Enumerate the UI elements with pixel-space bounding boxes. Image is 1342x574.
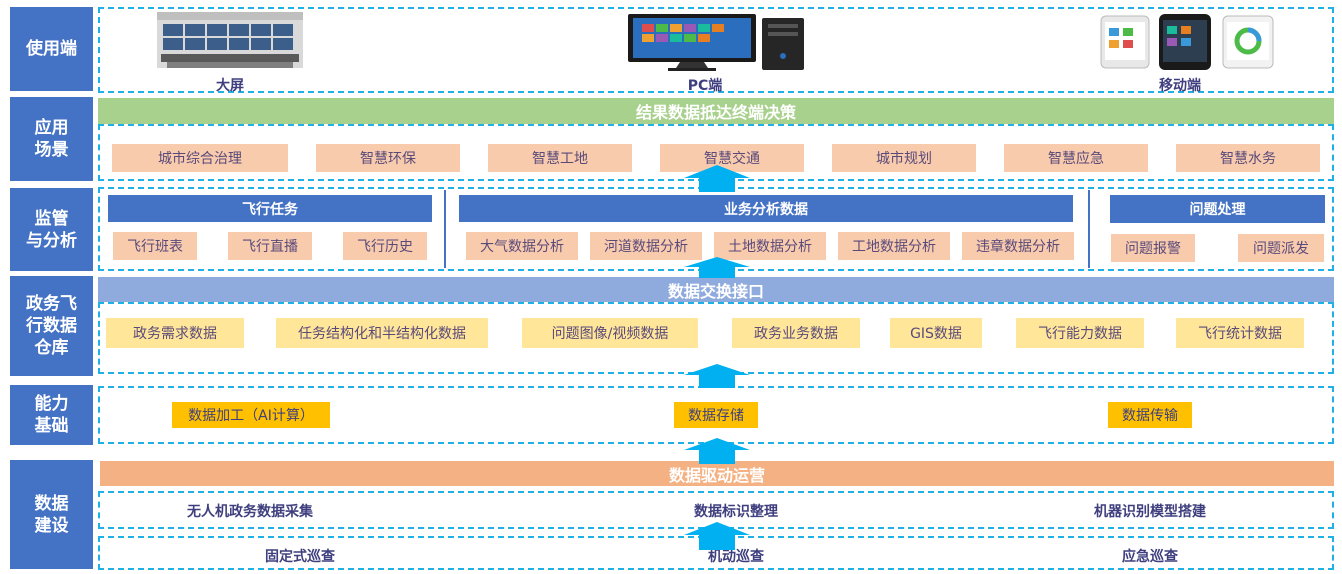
app-item: 智慧水务 <box>1176 144 1320 172</box>
capability-item: 数据传输 <box>1108 402 1192 428</box>
issue-item: 问题报警 <box>1111 234 1195 262</box>
business-item: 工地数据分析 <box>838 232 950 260</box>
warehouse-item: 飞行能力数据 <box>1016 318 1144 348</box>
flight-item: 飞行班表 <box>113 232 197 260</box>
construction-item: 机动巡查 <box>708 549 764 565</box>
row-label-warehouse: 政务飞行数据仓库 <box>10 276 93 376</box>
row-label-construction: 数据建设 <box>10 460 93 569</box>
app-item: 智慧交通 <box>660 144 804 172</box>
warehouse-item: 问题图像/视频数据 <box>522 318 698 348</box>
app-item: 智慧环保 <box>316 144 460 172</box>
construction-item: 数据标识整理 <box>694 504 778 520</box>
construction-item: 机器识别模型搭建 <box>1094 504 1206 520</box>
app-item: 城市综合治理 <box>112 144 288 172</box>
business-item: 河道数据分析 <box>590 232 702 260</box>
device-label-pc: PC端 <box>687 78 723 94</box>
construction-item: 应急巡查 <box>1122 549 1178 565</box>
warehouse-banner: 数据交换接口 <box>98 277 1334 302</box>
row-label-app: 应用场景 <box>10 97 93 181</box>
app-banner: 结果数据抵达终端决策 <box>98 98 1334 124</box>
row-label-monitor: 监管与分析 <box>10 188 93 271</box>
up-arrow-icon <box>684 438 750 464</box>
business-item: 大气数据分析 <box>466 232 578 260</box>
construction-banner: 数据驱动运营 <box>100 461 1334 486</box>
warehouse-item: GIS数据 <box>890 318 982 348</box>
desktop-pc-icon <box>628 12 813 72</box>
business-item: 土地数据分析 <box>714 232 826 260</box>
flight-task-title: 飞行任务 <box>108 195 432 222</box>
issue-handling-title: 问题处理 <box>1110 195 1325 223</box>
row-label-usage: 使用端 <box>10 7 93 91</box>
monitor-divider-1 <box>444 190 446 268</box>
flight-item: 飞行历史 <box>343 232 427 260</box>
warehouse-item: 任务结构化和半结构化数据 <box>276 318 488 348</box>
warehouse-item: 飞行统计数据 <box>1176 318 1304 348</box>
business-analysis-title: 业务分析数据 <box>459 195 1073 222</box>
issue-item: 问题派发 <box>1238 234 1324 262</box>
control-room-screen-icon <box>157 12 303 68</box>
app-item: 智慧工地 <box>488 144 632 172</box>
capability-item: 数据加工（AI计算） <box>172 402 330 428</box>
business-item: 违章数据分析 <box>962 232 1074 260</box>
row-label-capability: 能力基础 <box>10 385 93 445</box>
construction-item: 固定式巡查 <box>265 549 335 565</box>
device-label-mobile: 移动端 <box>1159 78 1201 94</box>
flight-item: 飞行直播 <box>228 232 312 260</box>
up-arrow-icon <box>684 165 750 192</box>
up-arrow-icon <box>684 364 750 388</box>
app-item: 城市规划 <box>832 144 976 172</box>
warehouse-item: 政务业务数据 <box>732 318 860 348</box>
capability-item: 数据存储 <box>674 402 758 428</box>
usage-frame <box>98 7 1334 93</box>
up-arrow-icon <box>684 257 750 278</box>
mobile-phones-icon <box>1099 12 1283 70</box>
construction-item: 无人机政务数据采集 <box>187 504 313 520</box>
warehouse-item: 政务需求数据 <box>106 318 244 348</box>
up-arrow-icon <box>684 522 750 550</box>
app-item: 智慧应急 <box>1004 144 1148 172</box>
device-label-screen: 大屏 <box>216 78 244 94</box>
monitor-divider-2 <box>1088 190 1090 268</box>
